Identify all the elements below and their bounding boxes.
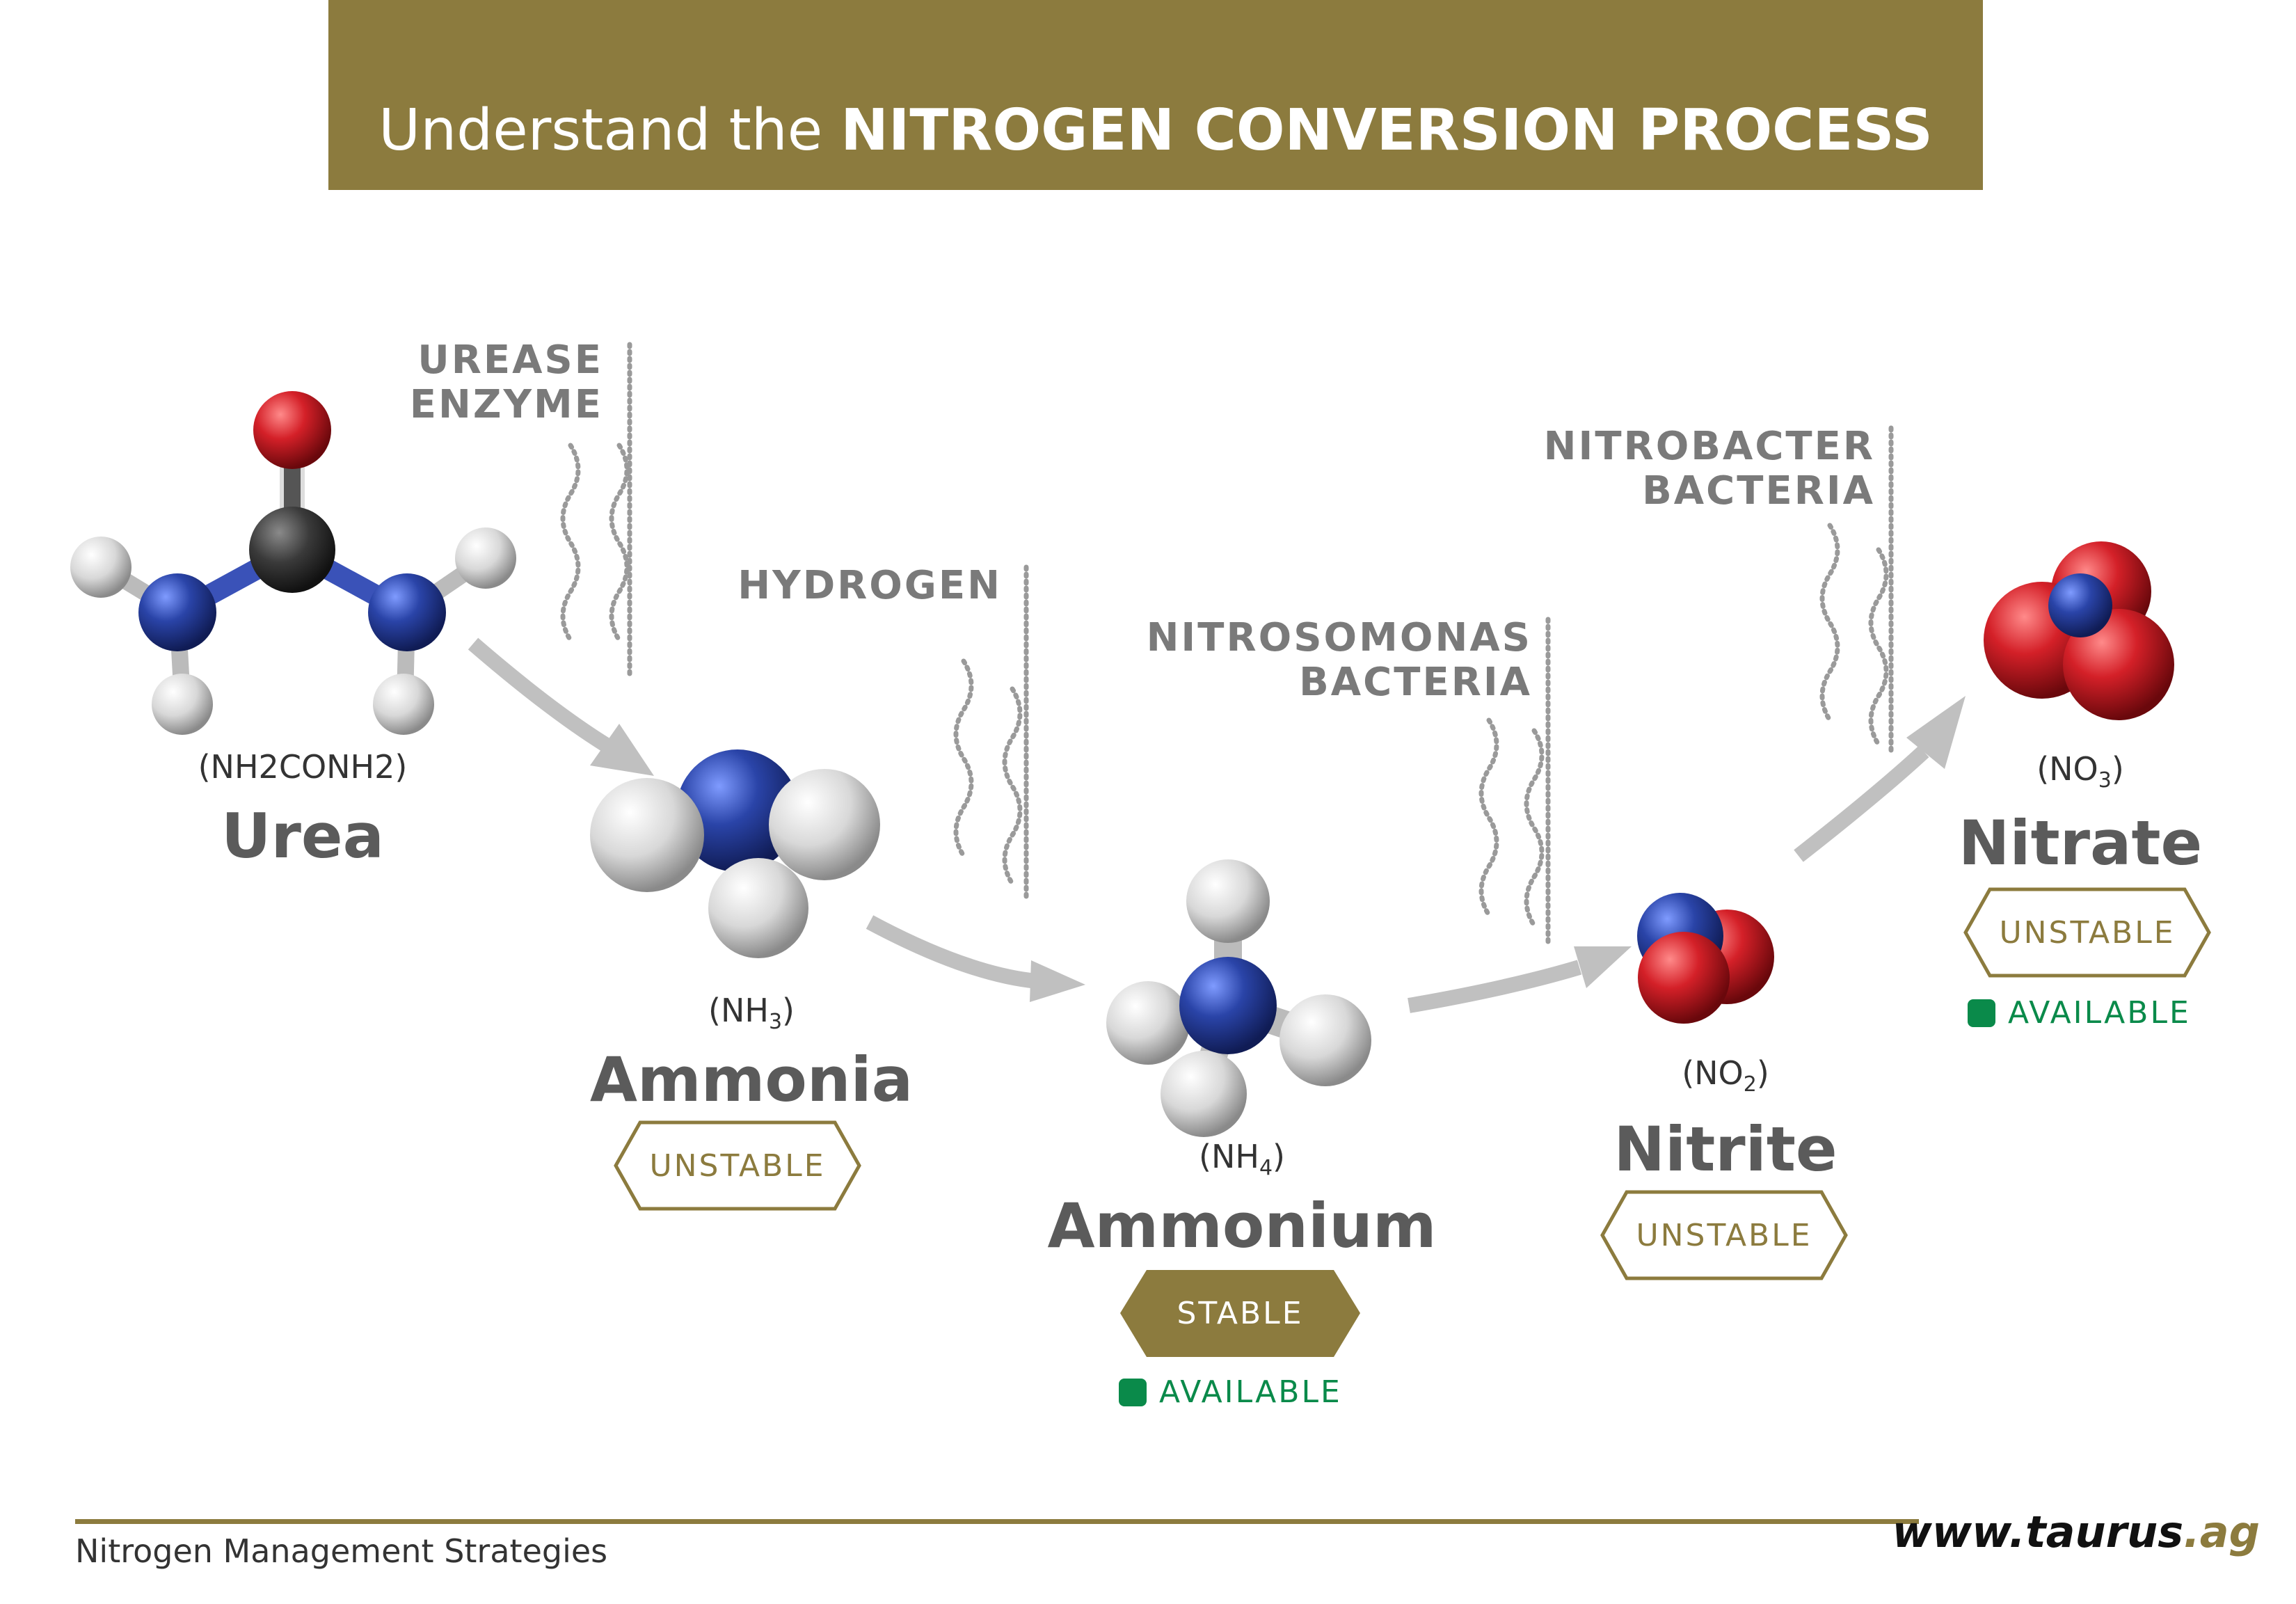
title-light: Understand the [378, 97, 823, 164]
nitrate-availability: AVAILABLE [1968, 995, 2191, 1031]
wave-hydrogen-1 [953, 658, 974, 859]
arrowhead-2 [1030, 960, 1085, 1002]
ammonia-molecule [590, 749, 880, 958]
available-indicator [1119, 1378, 1147, 1406]
nitrite-name: Nitrite [1613, 1113, 1837, 1185]
wave-nitrobacter-2 [1868, 547, 1889, 747]
nitrite-formula: (NO2) [1682, 1054, 1769, 1097]
wave-urease-2 [609, 443, 630, 643]
available-indicator [1968, 999, 1995, 1027]
ammonia-formula: (NH3) [708, 992, 795, 1035]
nitrate-formula: (NO3) [2036, 750, 2124, 793]
ammonium-status-badge: STABLE [1120, 1270, 1360, 1357]
website-link[interactable]: www.taurus.ag [1892, 1507, 2260, 1557]
nitrite-molecule [1637, 893, 1774, 1024]
nitrate-name: Nitrate [1958, 807, 2203, 879]
arrow-urea-to-ammonia [468, 637, 609, 752]
title-bold: NITROGEN CONVERSION PROCESS [840, 97, 1933, 164]
arrowhead-3 [1574, 946, 1632, 988]
nitrate-status-badge: UNSTABLE [1963, 887, 2211, 978]
arrow-ammonia-to-ammonium [866, 915, 1038, 989]
nitrate-molecule [1984, 541, 2174, 720]
footer-rule [75, 1519, 1919, 1524]
page-title: Understand the NITROGEN CONVERSION PROCE… [328, 97, 1983, 164]
ammonium-formula: (NH4) [1199, 1138, 1285, 1181]
nitrite-status-badge: UNSTABLE [1600, 1190, 1848, 1280]
urea-molecule [70, 391, 516, 735]
wave-nitrobacter-1 [1819, 523, 1840, 723]
arrowhead-4 [1906, 696, 1966, 769]
arrowhead-1 [590, 724, 654, 776]
urea-name: Urea [221, 800, 384, 872]
enzyme-label-hydrogen: HYDROGEN [738, 563, 1002, 608]
wave-hydrogen-2 [1002, 686, 1023, 887]
enzyme-label-nitrobacter: NITROBACTER BACTERIA [1543, 424, 1875, 514]
ammonium-molecule [1106, 859, 1371, 1137]
wave-urease-1 [560, 443, 581, 643]
ammonium-name: Ammonium [1047, 1190, 1437, 1262]
footer-label: Nitrogen Management Strategies [75, 1532, 608, 1570]
ammonia-name: Ammonia [589, 1044, 914, 1115]
ammonia-status-badge: UNSTABLE [614, 1120, 861, 1211]
enzyme-label-nitrosomonas: NITROSOMONAS BACTERIA [1146, 615, 1532, 705]
wave-nitrosomonas-1 [1478, 717, 1499, 918]
enzyme-label-urease: UREASE ENZYME [409, 338, 603, 427]
ammonium-availability: AVAILABLE [1119, 1374, 1342, 1410]
arrow-ammonium-to-nitrite [1408, 960, 1582, 1013]
arrow-nitrite-to-nitrate [1794, 745, 1929, 862]
wave-nitrosomonas-2 [1524, 728, 1545, 928]
title-banner: Understand the NITROGEN CONVERSION PROCE… [328, 0, 1983, 190]
urea-formula: (NH2CONH2) [198, 748, 408, 786]
